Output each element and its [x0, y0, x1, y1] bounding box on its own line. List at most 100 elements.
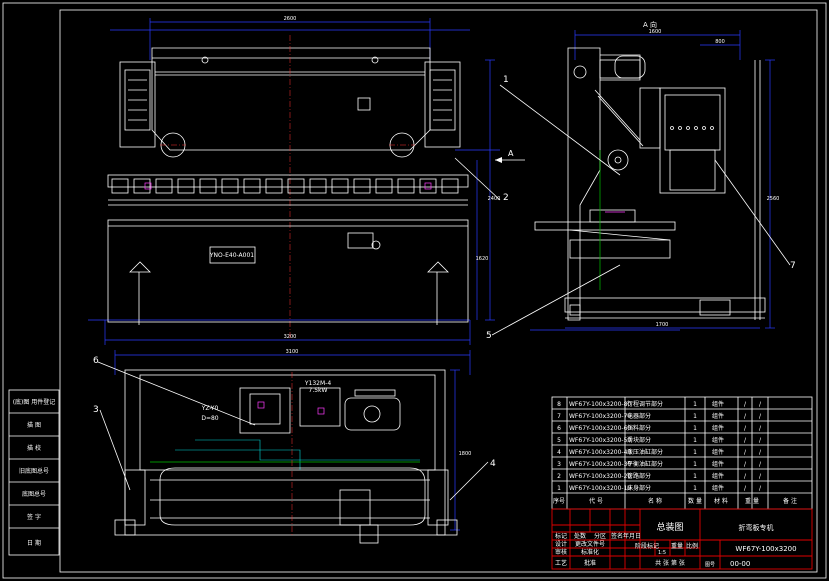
callout-4: 4 [490, 459, 496, 469]
parts-cell: 平衡油缸部分 [627, 460, 663, 468]
side-view-label: A 向 [643, 20, 657, 29]
parts-cell: WF67Y-100x3200-30 [569, 461, 631, 468]
parts-cell: 液压油缸部分 [627, 448, 663, 456]
title-sign-label: 标准化 [581, 548, 599, 556]
side-stamp-row: 底图总号 [22, 490, 46, 498]
parts-cell: 1 [693, 413, 697, 420]
parts-cell: 1 [693, 461, 697, 468]
parts-cell: 行程调节部分 [627, 400, 663, 408]
callout-7: 7 [790, 261, 796, 271]
parts-cell: 组件 [712, 424, 724, 432]
parts-cell: WF67Y-100x3200-70 [569, 413, 631, 420]
parts-row: 2 WF67Y-100x3200-20 管路部分 1 组件 / / [557, 472, 762, 480]
parts-header: 序号 代 号 名 称 数 量 材 料 重 量 备 注 [553, 497, 797, 505]
parts-cell: WF67Y-100x3200-20 [569, 473, 631, 480]
title-sign-label: 批准 [584, 559, 596, 567]
callout-2: 2 [503, 193, 509, 203]
parts-cell: 组件 [712, 460, 724, 468]
dim-plan-depth: 1800 [459, 451, 472, 457]
parts-cell: / [759, 449, 762, 456]
parts-cell: 8 [557, 401, 561, 408]
parts-cell: 1 [557, 485, 561, 492]
parts-row: 3 WF67Y-100x3200-30 平衡油缸部分 1 组件 / / [557, 460, 762, 468]
side-stamp-row: 描 图 [27, 421, 41, 429]
callout-leaders [97, 84, 791, 501]
parts-cell: 滑块部分 [627, 436, 651, 444]
title-right-label: 重量 [671, 542, 683, 550]
parts-cell: / [744, 401, 747, 408]
drawing-title: 总装图 [656, 521, 683, 533]
dim-plan-width: 3100 [286, 349, 299, 355]
parts-cell: / [744, 437, 747, 444]
callout-1: 1 [503, 75, 509, 85]
parts-cell: 组件 [712, 484, 724, 492]
parts-cell: / [744, 425, 747, 432]
parts-row: 7 WF67Y-100x3200-70 电器部分 1 组件 / / [557, 412, 762, 420]
parts-cell: / [759, 437, 762, 444]
parts-cell: 组件 [712, 436, 724, 444]
upper-die-segments [111, 178, 459, 194]
parts-cell: / [759, 485, 762, 492]
parts-cell: 1 [693, 485, 697, 492]
parts-cell: WF67Y-100x3200-10 [569, 485, 631, 492]
callout-5: 5 [486, 331, 492, 341]
title-row-label: 设计 [555, 540, 567, 548]
parts-cell: 2 [557, 473, 561, 480]
motor-tag-power: 7.5kW [309, 387, 328, 394]
parts-cell: 1 [693, 401, 697, 408]
sheet-number: 00-00 [730, 560, 750, 568]
scale-value: 1:5 [658, 550, 666, 556]
motor-tag: Y132M-4 [304, 380, 331, 387]
parts-cell: / [744, 485, 747, 492]
view-arrow-label: A [508, 149, 514, 158]
parts-header-cell: 名 称 [648, 497, 662, 505]
parts-row: 5 WF67Y-100x3200-50 滑块部分 1 组件 / / [557, 436, 762, 444]
cyl-tag: YZ-Y0 [201, 405, 219, 412]
parts-row: 8 WF67Y-100x3200-80 行程调节部分 1 组件 / / [557, 400, 762, 408]
parts-header-cell: 重 量 [745, 497, 759, 505]
parts-cell: 1 [693, 425, 697, 432]
parts-row: 6 WF67Y-100x3200-60 挡料部分 1 组件 / / [557, 424, 762, 432]
parts-cell: 1 [693, 449, 697, 456]
title-mid-label: 年月日 [623, 532, 641, 540]
parts-header-cell: 备 注 [783, 497, 797, 505]
side-stamp-row: (底)图 用件登记 [13, 398, 56, 406]
parts-cell: 挡料部分 [627, 424, 651, 432]
title-mid-label: 分区 [594, 532, 606, 540]
parts-cell: WF67Y-100x3200-40 [569, 449, 631, 456]
parts-cell: 4 [557, 449, 561, 456]
parts-cell: / [759, 461, 762, 468]
dim-side-right: 2560 [767, 196, 780, 202]
parts-cell: 3 [557, 461, 561, 468]
panel-tag: YNO-E40-A001 [209, 252, 254, 259]
title-block: 总装图 折弯板专机 WF67Y-100x3200 00-00 图号 1:5 标记… [551, 508, 813, 570]
callout-3: 3 [93, 405, 99, 415]
parts-cell: 1 [693, 473, 697, 480]
dim-front-right: 1620 [476, 256, 489, 262]
parts-row: 4 WF67Y-100x3200-40 液压油缸部分 1 组件 / / [557, 448, 762, 456]
parts-row: 1 WF67Y-100x3200-10 床身部分 1 组件 / / [557, 484, 762, 492]
parts-cell: 组件 [712, 448, 724, 456]
dim-front-height: 2400 [488, 196, 501, 202]
dim-front-top: 2600 [284, 16, 297, 22]
parts-cell: 组件 [712, 412, 724, 420]
title-right-label: 比例 [686, 542, 698, 550]
parts-cell: 5 [557, 437, 561, 444]
dim-side-width: 1700 [656, 322, 669, 328]
callout-6: 6 [93, 356, 99, 366]
title-mid-label: 签名 [611, 532, 623, 540]
parts-cell: / [744, 449, 747, 456]
front-left-cylinder [124, 69, 151, 131]
title-right-label: 阶段标记 [635, 542, 659, 550]
parts-cell: 电器部分 [627, 412, 651, 420]
parts-cell: / [744, 473, 747, 480]
title-mid-label: 更改文件号 [575, 540, 605, 548]
parts-cell: 组件 [712, 400, 724, 408]
parts-header-cell: 序号 [553, 497, 565, 505]
bottom-label: 图号 [705, 562, 715, 568]
parts-cell: WF67Y-100x3200-80 [569, 401, 631, 408]
parts-cell: / [759, 473, 762, 480]
side-stamp-row: 描 校 [27, 444, 41, 452]
